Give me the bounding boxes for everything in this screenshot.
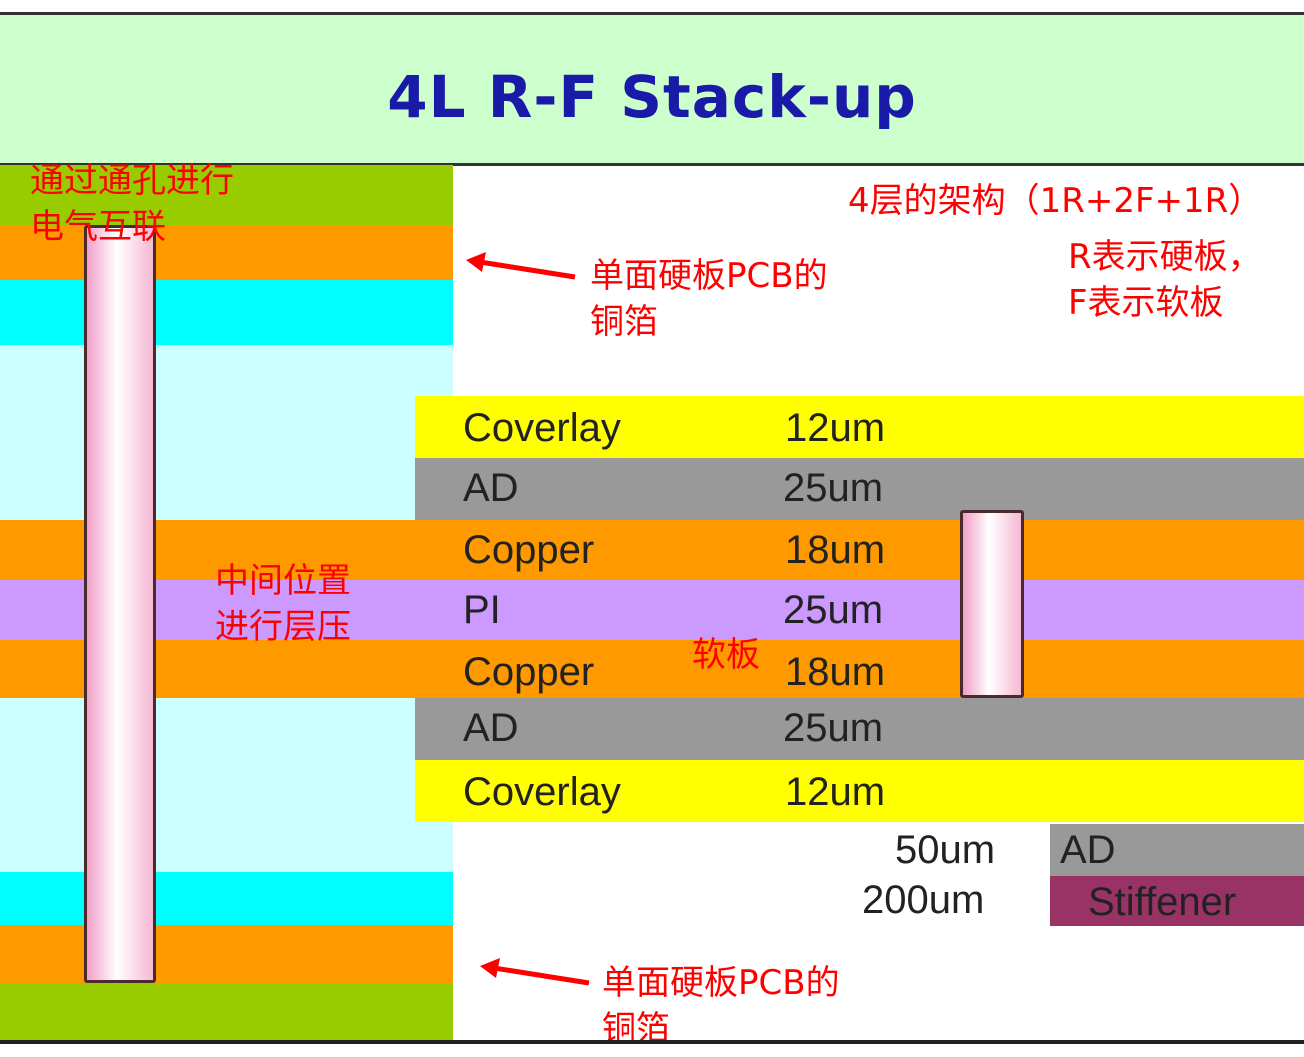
layer-thickness: 12um <box>785 770 886 814</box>
layer-name: PI <box>463 588 501 632</box>
stiffener-ad-layer: AD <box>1050 824 1304 876</box>
via-note-line: 通过通孔进行 <box>30 161 234 201</box>
note-line: R表示硬板， <box>1068 237 1262 277</box>
through-hole-via <box>84 225 156 983</box>
flex-layer: AD 25um <box>415 458 1304 520</box>
layer-thickness: 12um <box>785 406 886 450</box>
copper-bottom-note: 单面硬板PCB的 铜箔 <box>602 960 840 1052</box>
note-line: 单面硬板PCB的 <box>602 963 840 1003</box>
arrow-icon <box>466 252 576 280</box>
flex-layer: AD 25um <box>415 698 1304 760</box>
layer-name: Copper <box>463 650 595 694</box>
layer-name: Coverlay <box>463 770 621 814</box>
note-line: 铜箔 <box>602 1009 670 1049</box>
flex-via <box>960 510 1024 698</box>
layer-thickness: 18um <box>785 528 886 572</box>
layer-name: AD <box>463 706 519 750</box>
flex-layer: Coverlay 12um <box>415 760 1304 822</box>
rigid-board-top <box>0 165 453 225</box>
legend-note: R表示硬板， F表示软板 <box>1068 234 1262 326</box>
bottom-border <box>0 1040 1304 1044</box>
layer-name: Copper <box>463 528 595 572</box>
lamination-note: 中间位置 进行层压 <box>215 558 351 650</box>
structure-note: 4层的架构（1R+2F+1R） <box>848 181 1263 221</box>
arrow-icon <box>480 958 590 986</box>
layer-thickness: 25um <box>783 588 884 632</box>
flex-layer: Coverlay 12um <box>415 396 1304 458</box>
layer-name: AD <box>1060 828 1116 872</box>
layer-thickness: 50um <box>895 828 996 872</box>
flex-layer: Copper 18um <box>0 640 1304 698</box>
note-line: 单面硬板PCB的 <box>590 256 828 296</box>
layer-name: Stiffener <box>1088 880 1237 924</box>
layer-name: AD <box>463 466 519 510</box>
note-line: F表示软板 <box>1068 283 1224 323</box>
copper-top-note: 单面硬板PCB的 铜箔 <box>590 253 828 345</box>
stiffener-layer: Stiffener <box>1050 876 1304 926</box>
note-line: 铜箔 <box>590 302 658 342</box>
copper-bottom <box>0 925 453 983</box>
copper-top <box>0 225 453 280</box>
flex-board-note: 软板 <box>692 635 760 675</box>
via-note-line: 电气互联 <box>30 207 166 247</box>
title-band: 4L R-F Stack-up <box>0 12 1304 166</box>
layer-thickness: 200um <box>862 878 985 922</box>
layer-thickness: 25um <box>783 466 884 510</box>
rigid-board-bottom <box>0 983 453 1040</box>
layer-name: Coverlay <box>463 406 621 450</box>
layer-thickness: 18um <box>785 650 886 694</box>
note-line: 进行层压 <box>215 607 351 647</box>
flex-layer: PI 25um <box>0 580 1304 640</box>
note-line: 中间位置 <box>215 561 351 601</box>
via-note: 通过通孔进行 电气互联 <box>30 158 234 250</box>
diagram-title: 4L R-F Stack-up <box>387 63 917 131</box>
adhesive-top <box>0 280 453 345</box>
flex-layer: Copper 18um <box>0 520 1304 580</box>
adhesive-bottom <box>0 872 453 925</box>
layer-thickness: 25um <box>783 706 884 750</box>
